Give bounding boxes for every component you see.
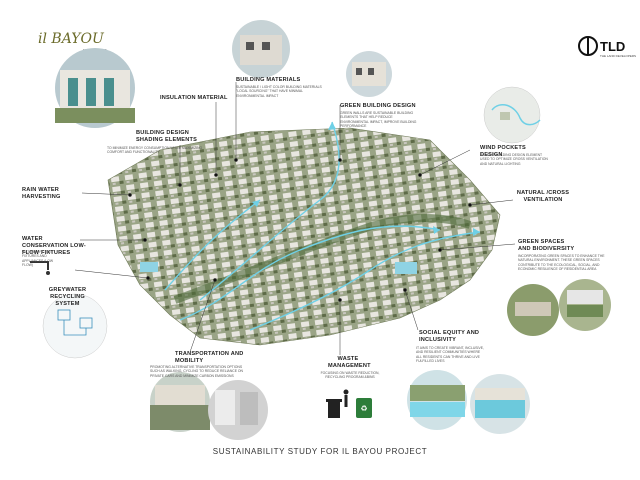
label-building-materials-title: BUILDING MATERIALS (236, 77, 301, 83)
tld-logo-subtitle: THE LAND DEVELOPERS (600, 54, 637, 58)
trash-bin-icon (326, 399, 342, 418)
photo-green-space-1 (507, 284, 559, 336)
label-green-building-title: GREEN BUILDING DESIGN (340, 103, 416, 109)
label-building-materials-desc: SUSTAINABLE / LIGHT COLOR BUILDING MATER… (236, 85, 322, 98)
label-water-conservation-desc: WATER-EFFICIENT FIXTURES AND APPLIANCES … (22, 250, 54, 268)
photo-street-mobility (150, 372, 210, 432)
label-transportation-desc: PROMOTING ALTERNATIVE TRANSPORTATION OPT… (150, 365, 244, 378)
label-water-conservation-title: WATER CONSERVATION LOW-FLOW FIXTURES (22, 236, 86, 256)
label-green-spaces-desc: INCORPORATING GREEN SPACES TO ENHANCE TH… (518, 254, 605, 272)
svg-text:♻: ♻ (360, 404, 367, 413)
label-rain-water-title: RAIN WATER HARVESTING (22, 187, 61, 200)
label-waste-desc: FOCUSING ON WASTE REDUCTION, RECYCLING P… (320, 371, 380, 380)
label-waste-title: WASTE MANAGEMENT (328, 356, 371, 369)
label-social-equity-title: SOCIAL EQUITY AND INCLUSIVITY (419, 330, 480, 343)
label-green-building-desc: GREEN WALLS ARE SUSTAINABLE BUILDING ELE… (340, 111, 417, 129)
label-shading-desc: TO MINIMIZE ENERGY CONSUMPTION WHILE MAX… (107, 146, 203, 155)
il-bayou-logo: il BAYOU (38, 31, 104, 47)
recycle-bin-icon: ♻ (356, 398, 372, 418)
label-social-equity-desc: IT AIMS TO CREATE VIBRANT, INCLUSIVE, AN… (416, 346, 484, 364)
photo-building-exterior (55, 48, 135, 128)
photo-building-materials (232, 20, 290, 78)
photo-social-pool (407, 370, 467, 430)
airflow-arrowheads (252, 122, 480, 236)
photo-water-fixture (30, 261, 50, 275)
pool-east (395, 262, 417, 274)
photo-wind-pockets-plan (483, 86, 541, 144)
photo-pedestrian-street (208, 380, 268, 440)
person-disposing-icon (343, 389, 349, 407)
label-green-spaces-title: GREEN SPACES AND BIODIVERSITY (518, 239, 575, 252)
photo-greywater-system (42, 293, 108, 359)
tld-logo: TLD (600, 39, 626, 54)
footer-title: SUSTAINABILITY STUDY FOR IL BAYOU PROJEC… (212, 447, 428, 456)
label-wind-pockets-title: WIND POCKETS DESIGN (480, 145, 526, 158)
photo-green-space-2 (559, 279, 611, 331)
label-transportation-title: TRANSPORTATION AND MOBILITY (175, 351, 244, 364)
label-greywater-title: GREYWATER RECYCLING SYSTEM (48, 287, 87, 307)
photo-resort-pool (470, 374, 530, 434)
airflow-arrows (164, 121, 481, 331)
label-insulation-title: INSULATION MATERIAL (160, 95, 228, 101)
label-wind-pockets-desc: PASSIVE BUILDING DESIGN ELEMENT USED TO … (480, 153, 548, 166)
label-shading-title: BUILDING DESIGN SHADING ELEMENTS (136, 130, 198, 143)
label-natural-ventilation-title: NATURAL /CROSS VENTILATION (516, 190, 570, 203)
photo-green-building (346, 51, 392, 97)
pool-west (140, 262, 158, 272)
